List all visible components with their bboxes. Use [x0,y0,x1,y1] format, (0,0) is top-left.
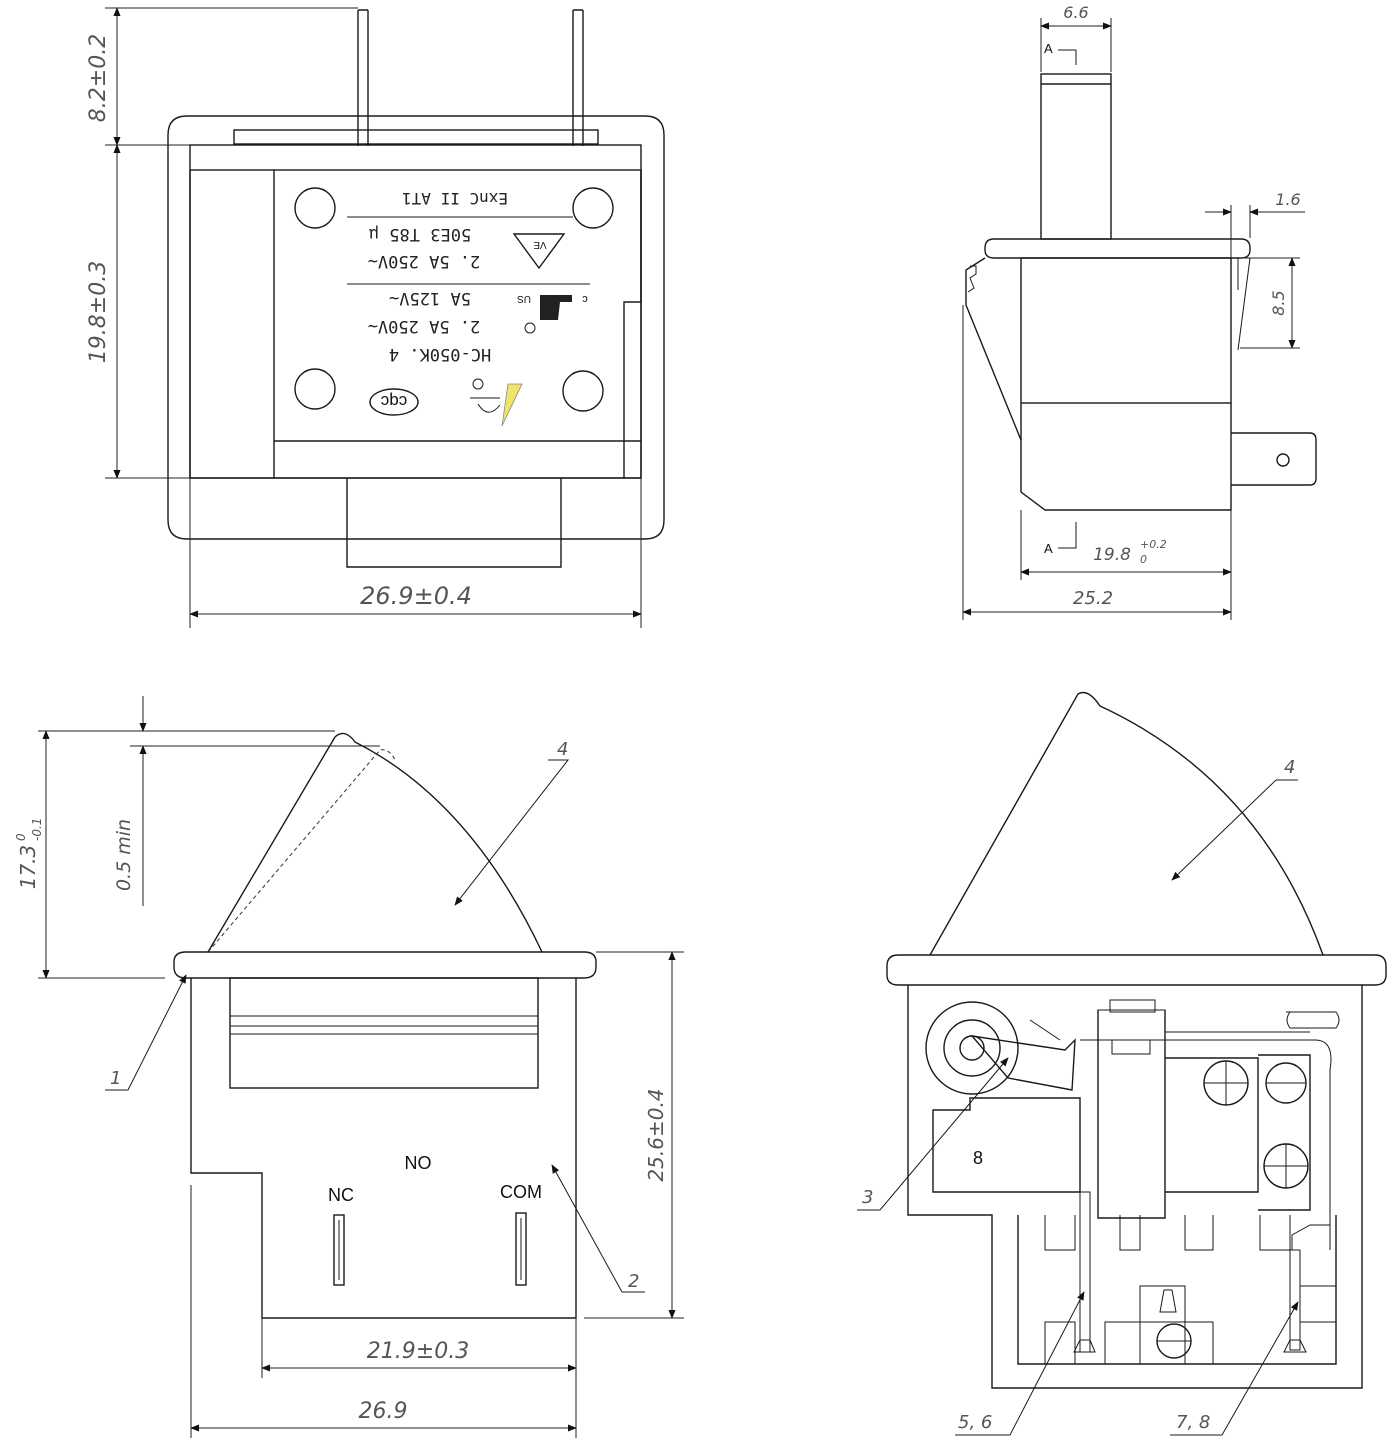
label-nc: NC [328,1185,354,1205]
dim-height-tol-upper: 0 [14,833,28,841]
callout-1: 1 [110,1068,121,1089]
callout-4-right: 4 [1284,757,1295,778]
callout-4-left: 4 [557,739,568,760]
top-right-view: A A 6.6 1.6 8.5 19.8 +0.2 0 25.2 [962,3,1317,620]
callout-7-8: 7, 8 [1176,1412,1210,1433]
bottom-left-view: NO NC COM 4 1 2 17.3 0 -0.1 0.5 min 25.6… [14,696,684,1438]
marking-line3: 2. 5A 250V~ [368,251,481,271]
dim-terminal-span: 21.9±0.3 [367,1339,469,1364]
dim-body-height: 19.8±0.3 [86,261,111,363]
section-mark-top: A [1044,41,1053,56]
ul-c-label: c [582,293,588,305]
callout-3: 3 [862,1187,873,1208]
dim-body: 19.8 [1093,545,1131,565]
ul-us-label: US [517,293,531,304]
vde-logo: VE [512,233,566,270]
top-left-view: ExnC II AT1 50E3 T85 μ 2. 5A 250V~ 5A 12… [86,7,665,628]
dim-body-tol-upper: +0.2 [1140,538,1167,551]
dim-flange: 1.6 [1275,190,1300,209]
label-com: COM [500,1182,542,1202]
cqc-label: cqc [380,392,407,411]
marking-line4: 5A 125V~ [389,288,471,308]
dim-pin-height: 8.2±0.2 [86,34,111,122]
marking-line6: HC-050K. 4 [389,344,491,364]
marking-line5: 2. 5A 250V~ [368,316,481,336]
dim-height: 17.3 [16,845,40,890]
callout-5-6: 5, 6 [958,1412,992,1433]
dim-overall: 25.2 [1073,588,1113,609]
dim-actuator-width: 6.6 [1063,3,1088,22]
vde-label: VE [533,239,547,250]
dim-width-bl: 26.9 [359,1399,408,1424]
certification-mark [470,378,523,427]
label-no: NO [405,1153,432,1173]
dim-travel: 0.5 min [113,819,135,891]
dim-height-tol-lower: -0.1 [30,818,44,841]
section-mark-bottom: A [1044,541,1053,556]
ul-logo: c US [517,293,588,334]
bottom-right-view: 8 4 3 5 [857,691,1387,1436]
cqc-logo: cqc [369,388,419,416]
dim-width: 26.9±0.4 [360,582,472,610]
callout-2: 2 [628,1271,639,1292]
dim-body-height-bl: 25.6±0.4 [644,1088,668,1181]
marking-line2: 50E3 T85 μ [369,224,471,244]
marking-line1: ExnC II AT1 [402,189,508,208]
dim-body-tol-lower: 0 [1140,553,1147,566]
dim-depth: 8.5 [1269,290,1288,315]
inner-label-8: 8 [973,1148,983,1168]
